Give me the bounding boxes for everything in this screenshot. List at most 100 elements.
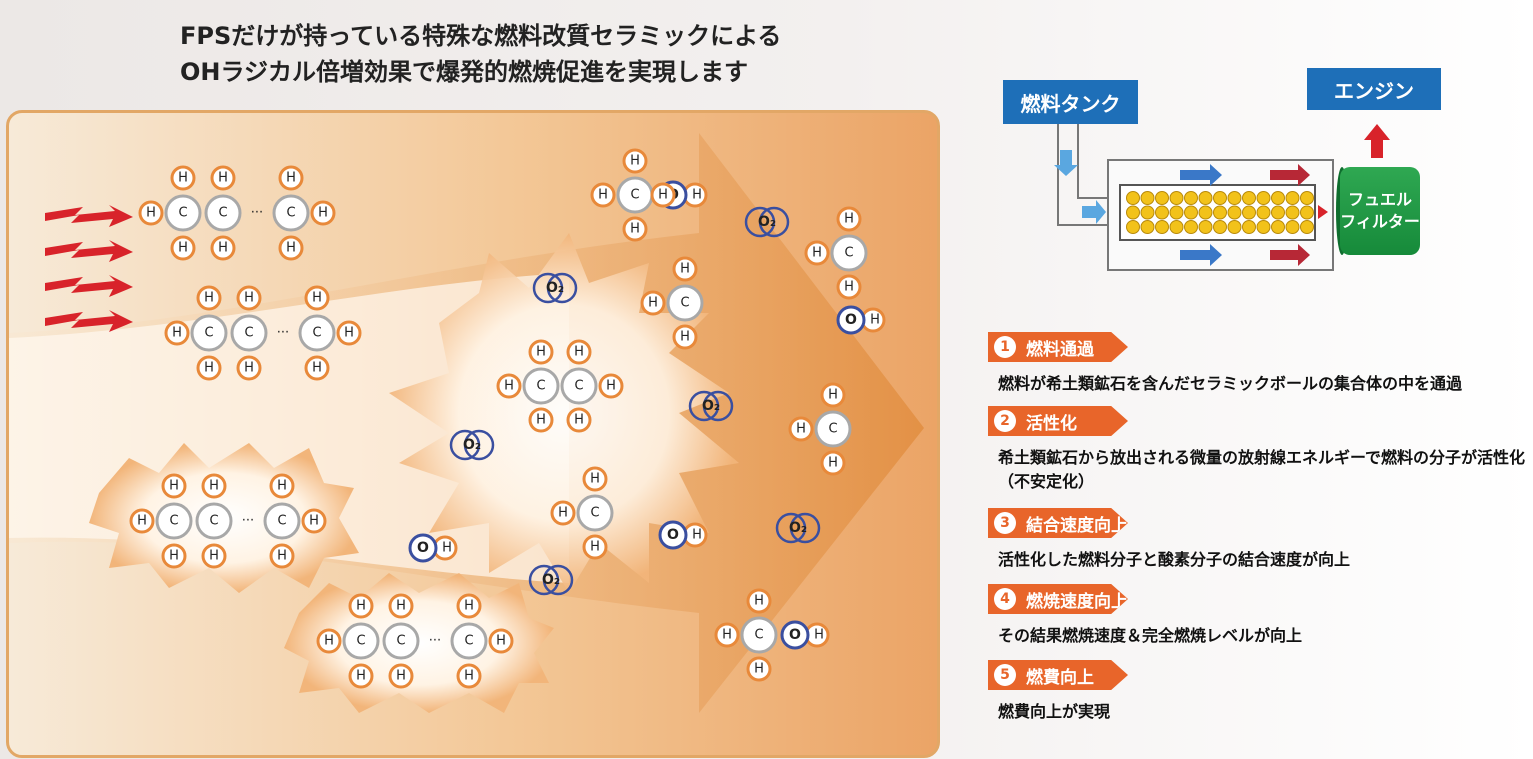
step-2-title: 活性化	[1026, 413, 1077, 434]
hydrogen-atom: H	[210, 165, 236, 191]
svg-text:H: H	[204, 291, 214, 306]
hydrogen-atom: H	[788, 416, 814, 442]
hydrogen-atom: H	[566, 339, 592, 365]
carbon-atom: C	[382, 622, 420, 660]
hydrogen-atom: H	[278, 165, 304, 191]
step-2-description: 希土類鉱石から放出される微量の放射線エネルギーで燃料の分子が活性化（不安定化）	[998, 448, 1526, 491]
lightning-arrow-icon	[45, 275, 133, 297]
outlet-arrow-icon	[1318, 205, 1328, 219]
svg-text:H: H	[648, 296, 658, 311]
svg-text:H: H	[574, 345, 584, 360]
hydrogen-atom: H	[236, 355, 262, 381]
carbon-atom: C	[740, 616, 778, 654]
svg-text:H: H	[680, 330, 690, 345]
hydrogen-atom: H	[804, 240, 830, 266]
hydrogen-atom: H	[528, 339, 554, 365]
svg-text:C: C	[464, 634, 473, 649]
chain-ellipsis: ···	[277, 326, 289, 341]
filter-housing	[1107, 159, 1334, 271]
hydrogen-atom: H	[210, 235, 236, 261]
svg-text:H: H	[318, 206, 328, 221]
svg-text:H: H	[286, 171, 296, 186]
carbon-atom: C	[204, 194, 242, 232]
svg-text:O: O	[417, 540, 429, 556]
svg-text:H: H	[309, 514, 319, 529]
svg-text:H: H	[504, 379, 514, 394]
svg-text:H: H	[312, 361, 322, 376]
hydrogen-atom: H	[622, 148, 648, 174]
carbon-atom: C	[298, 314, 336, 352]
down-arrow-icon	[1054, 150, 1078, 176]
oxygen-molecule: O₂	[528, 564, 574, 596]
step-1-tab: 1 燃料通過	[988, 332, 1128, 362]
hydrogen-atom: H	[746, 588, 772, 614]
oxygen-molecule: O₂	[532, 272, 578, 304]
hydrogen-atom: H	[310, 200, 336, 226]
hydrogen-atom: H	[161, 543, 187, 569]
hydrogen-atom: H	[528, 407, 554, 433]
fuel-tank-label: 燃料タンク	[1003, 80, 1138, 124]
step-5-number: 5	[994, 664, 1016, 686]
fuel-filter-label-line-1: フュエル	[1347, 190, 1412, 209]
hydrogen-atom: H	[456, 593, 482, 619]
hydrogen-atom: H	[170, 165, 196, 191]
step-5-description: 燃費向上が実現	[998, 702, 1111, 721]
step-2-tab: 2 活性化	[988, 406, 1128, 436]
svg-text:H: H	[536, 413, 546, 428]
hydrogen-atom: H	[650, 182, 676, 208]
carbon-atom: C	[830, 234, 868, 272]
hydrogen-atom: H	[820, 382, 846, 408]
step-4-description: その結果燃焼速度＆完全燃焼レベルが向上	[998, 626, 1303, 645]
step-1-title: 燃料通過	[1026, 339, 1094, 360]
svg-text:H: H	[496, 634, 506, 649]
svg-text:H: H	[209, 549, 219, 564]
step-1: 1 燃料通過 燃料が希土類鉱石を含んだセラミックボールの集合体の中を通過	[988, 332, 1528, 396]
svg-text:H: H	[204, 361, 214, 376]
svg-text:H: H	[146, 206, 156, 221]
hydrogen-atom: H	[304, 285, 330, 311]
svg-text:H: H	[692, 528, 702, 543]
svg-text:H: H	[828, 456, 838, 471]
svg-text:C: C	[536, 379, 545, 394]
hydrogen-atom: H	[566, 407, 592, 433]
step-4-number: 4	[994, 588, 1016, 610]
svg-text:H: H	[658, 188, 668, 203]
svg-text:O₂: O₂	[546, 280, 564, 296]
svg-text:C: C	[396, 634, 405, 649]
hydrogen-atom: H	[336, 320, 362, 346]
svg-text:C: C	[844, 246, 853, 261]
svg-text:H: H	[356, 599, 366, 614]
hydrogen-atom: H	[598, 373, 624, 399]
svg-text:O₂: O₂	[463, 437, 481, 453]
hydrogen-atom: H	[164, 320, 190, 346]
hydrogen-atom: H	[201, 543, 227, 569]
svg-text:O₂: O₂	[789, 520, 807, 536]
step-3-number: 3	[994, 512, 1016, 534]
svg-text:H: H	[536, 345, 546, 360]
carbon-atom: C	[814, 410, 852, 448]
svg-text:H: H	[169, 479, 179, 494]
svg-text:H: H	[286, 241, 296, 256]
hydrogen-atom: H	[496, 373, 522, 399]
svg-text:O₂: O₂	[542, 572, 560, 588]
hydrogen-atom: H	[129, 508, 155, 534]
oxygen-molecule: O₂	[688, 390, 734, 422]
carbon-atom: C	[155, 502, 193, 540]
svg-text:O: O	[845, 312, 857, 328]
hydrogen-atom: H	[278, 235, 304, 261]
hydrogen-atom: H	[488, 628, 514, 654]
svg-text:C: C	[244, 326, 253, 341]
svg-text:C: C	[277, 514, 286, 529]
svg-text:C: C	[754, 628, 763, 643]
hydrogen-atom: H	[348, 663, 374, 689]
hydrogen-atom: H	[236, 285, 262, 311]
carbon-atom: C	[616, 176, 654, 214]
fuel-filter-label: フュエル フィルター	[1340, 167, 1420, 255]
step-3-tab: 3 結合速度向上	[988, 508, 1128, 538]
up-arrow-icon	[1364, 124, 1390, 158]
svg-text:H: H	[828, 388, 838, 403]
oxygen-molecule: O₂	[449, 429, 495, 461]
step-4: 4 燃焼速度向上 その結果燃焼速度＆完全燃焼レベルが向上	[988, 584, 1528, 648]
